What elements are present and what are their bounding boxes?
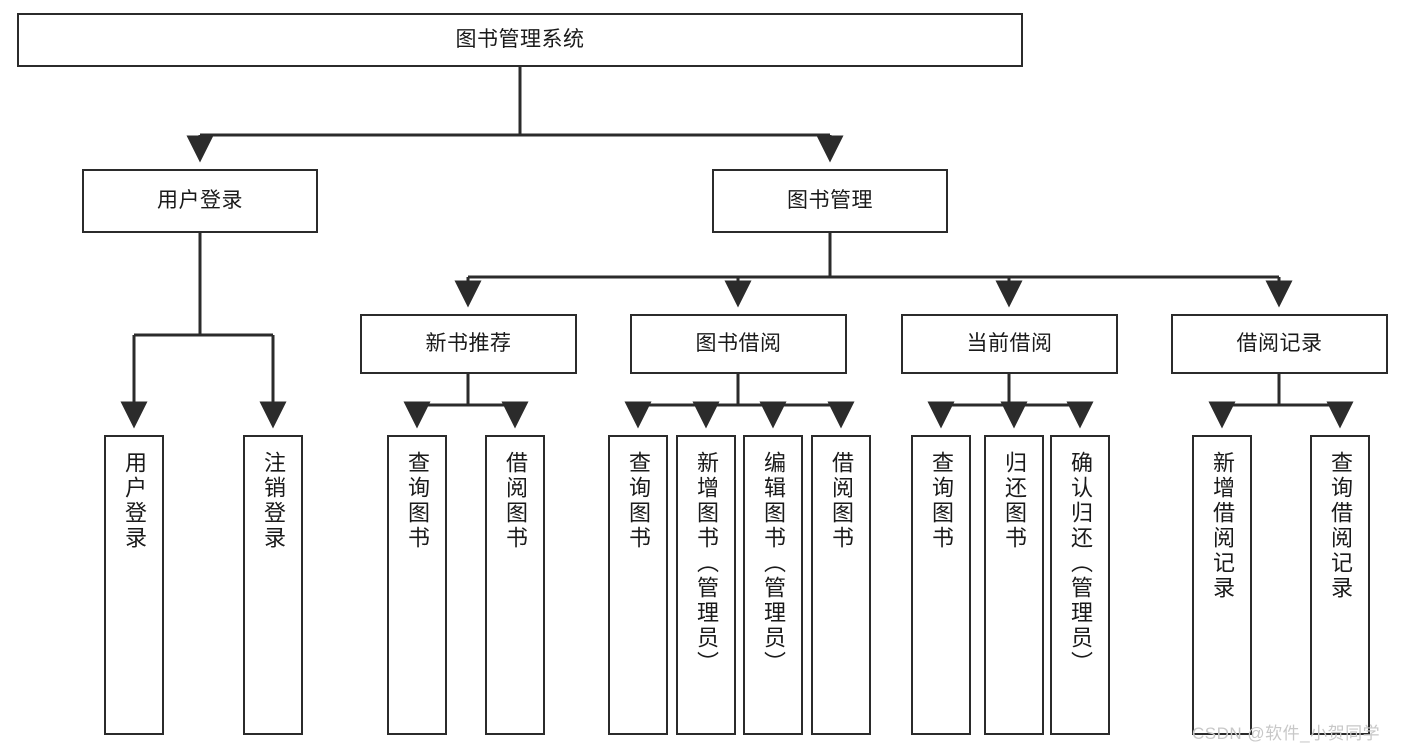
node-book-manage-label: 图书管理 (787, 189, 873, 213)
node-leaf-confirm-return-admin-label: 确认归还（管理员） (1068, 451, 1093, 676)
node-leaf-query-book-current-label: 查询图书 (929, 451, 954, 551)
node-current-borrow-label: 当前借阅 (966, 332, 1053, 356)
node-leaf-user-logout-label: 注销登录 (261, 451, 286, 551)
node-leaf-confirm-return-admin[interactable]: 确认归还（管理员） (1050, 435, 1110, 735)
node-leaf-borrow-book-rec[interactable]: 借阅图书 (485, 435, 545, 735)
node-leaf-user-login[interactable]: 用户登录 (104, 435, 164, 735)
watermark-text: CSDN @软件_小贺同学 (1192, 724, 1381, 743)
node-new-book-rec[interactable]: 新书推荐 (360, 314, 577, 374)
node-leaf-add-book-admin[interactable]: 新增图书（管理员） (676, 435, 736, 735)
node-leaf-query-book-rec-label: 查询图书 (405, 451, 430, 551)
node-leaf-borrow-book-label: 借阅图书 (829, 451, 854, 551)
node-leaf-return-book[interactable]: 归还图书 (984, 435, 1044, 735)
node-root[interactable]: 图书管理系统 (17, 13, 1023, 67)
node-leaf-edit-book-admin[interactable]: 编辑图书（管理员） (743, 435, 803, 735)
node-book-borrow-label: 图书借阅 (695, 332, 782, 356)
node-leaf-borrow-book-rec-label: 借阅图书 (503, 451, 528, 551)
node-leaf-query-book-current[interactable]: 查询图书 (911, 435, 971, 735)
node-current-borrow[interactable]: 当前借阅 (901, 314, 1118, 374)
node-leaf-borrow-book[interactable]: 借阅图书 (811, 435, 871, 735)
node-leaf-edit-book-admin-label: 编辑图书（管理员） (761, 451, 786, 676)
node-user-login-label: 用户登录 (157, 189, 243, 213)
node-leaf-add-borrow-record[interactable]: 新增借阅记录 (1192, 435, 1252, 735)
node-leaf-query-book-borrow-label: 查询图书 (626, 451, 651, 551)
node-leaf-query-borrow-record[interactable]: 查询借阅记录 (1310, 435, 1370, 735)
node-book-borrow[interactable]: 图书借阅 (630, 314, 847, 374)
node-book-manage[interactable]: 图书管理 (712, 169, 948, 233)
node-leaf-user-logout[interactable]: 注销登录 (243, 435, 303, 735)
node-root-label: 图书管理系统 (455, 28, 585, 52)
node-leaf-return-book-label: 归还图书 (1002, 451, 1027, 551)
node-leaf-add-borrow-record-label: 新增借阅记录 (1210, 451, 1235, 601)
node-borrow-record-label: 借阅记录 (1236, 332, 1323, 356)
node-borrow-record[interactable]: 借阅记录 (1171, 314, 1388, 374)
node-leaf-query-book-borrow[interactable]: 查询图书 (608, 435, 668, 735)
node-leaf-query-borrow-record-label: 查询借阅记录 (1328, 451, 1353, 601)
node-leaf-user-login-label: 用户登录 (122, 451, 147, 551)
node-leaf-query-book-rec[interactable]: 查询图书 (387, 435, 447, 735)
node-leaf-add-book-admin-label: 新增图书（管理员） (694, 451, 719, 676)
node-new-book-rec-label: 新书推荐 (425, 332, 512, 356)
node-user-login[interactable]: 用户登录 (82, 169, 318, 233)
